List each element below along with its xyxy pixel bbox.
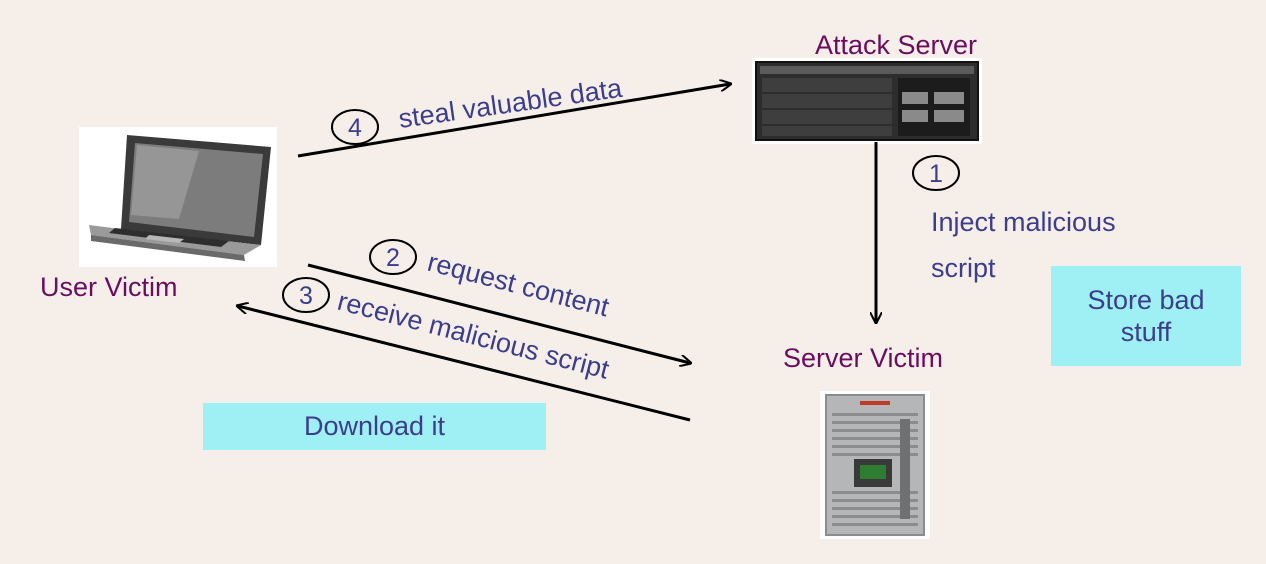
step-4-circle (331, 109, 379, 145)
rack-server-icon (752, 58, 982, 144)
arrow-steal-data (297, 84, 730, 158)
step-4-label: steal valuable data (397, 73, 625, 134)
step-1-number: 1 (929, 160, 943, 188)
step-3-number: 3 (299, 282, 313, 310)
step-2-label: request content (424, 247, 612, 323)
step-2-number: 2 (386, 244, 400, 272)
arrow-receive (238, 306, 691, 422)
download-it-box: Download it (203, 403, 546, 450)
step-1-label-line2: script (931, 253, 996, 283)
step-2-circle (369, 239, 417, 275)
tower-server-icon (820, 391, 930, 539)
user-victim-label: User Victim (40, 272, 178, 302)
store-bad-stuff-line2: stuff (1120, 317, 1172, 347)
step-3-circle (282, 277, 330, 313)
step-4-number: 4 (348, 114, 362, 142)
step-1-label-line1: Inject malicious (931, 207, 1116, 237)
download-it-text: Download it (303, 411, 446, 442)
laptop-icon (79, 127, 277, 267)
attack-server-label: Attack Server (815, 30, 978, 60)
server-victim-label: Server Victim (783, 343, 944, 373)
store-bad-stuff-line1: Store bad (1087, 284, 1205, 315)
step-1-circle (912, 155, 960, 191)
store-bad-stuff-box: Store bad stuff (1051, 266, 1241, 366)
arrow-request (307, 263, 690, 363)
